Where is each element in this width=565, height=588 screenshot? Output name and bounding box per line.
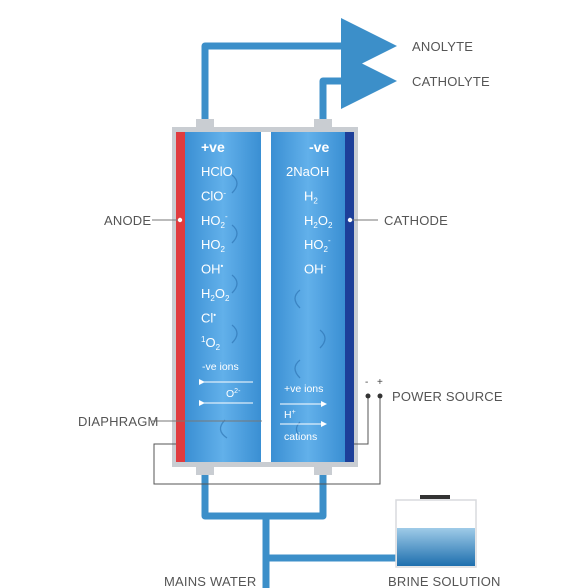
- cathode-ion-species: H+: [284, 409, 296, 421]
- cathode-label: CATHODE: [384, 213, 448, 228]
- cathode-species-2: H2: [304, 188, 318, 205]
- anode-chamber: [185, 132, 261, 462]
- inlet-pipes: [201, 470, 400, 588]
- catholyte-label: CATHOLYTE: [412, 74, 490, 89]
- inlet-collar-left: [196, 463, 214, 475]
- anode-polarity: +ve: [201, 139, 225, 155]
- power-terminal-minus: [365, 393, 371, 399]
- anolyte-label: ANOLYTE: [412, 39, 473, 54]
- catholyte-pipe: [319, 53, 397, 125]
- anolyte-collar: [196, 119, 214, 131]
- cathode-species-3: H2O2: [304, 213, 333, 230]
- power-minus-label: -: [365, 377, 368, 388]
- brine-liquid: [397, 528, 475, 566]
- brine-solution-label: BRINE SOLUTION: [388, 574, 501, 588]
- power-source-label: POWER SOURCE: [392, 389, 503, 404]
- brine-tank-cap: [420, 495, 450, 499]
- catholyte-collar: [314, 119, 332, 131]
- anode-species-5: OH•: [201, 262, 224, 277]
- cathode-species-5: OH-: [304, 262, 327, 277]
- cathode-electrode: [345, 132, 354, 462]
- anode-species-7: Cl•: [201, 310, 216, 325]
- power-terminal-plus: [377, 393, 383, 399]
- anode-species-3: HO2-: [201, 212, 228, 230]
- cathode-ion-label: +ve ions: [284, 383, 323, 395]
- anode-species-4: HO2: [201, 237, 226, 254]
- anode-dot: [177, 217, 183, 223]
- anode-electrode: [176, 132, 185, 462]
- anode-species-6: H2O2: [201, 286, 230, 303]
- cathode-chamber: [271, 132, 345, 462]
- cathode-species-1: 2NaOH: [286, 164, 329, 179]
- anode-species-1: HClO: [201, 164, 233, 179]
- anode-ion-species: O2-: [226, 388, 241, 400]
- diaphragm-label: DIAPHRAGM: [78, 414, 159, 429]
- anode-species-2: ClO-: [201, 188, 226, 203]
- mains-water-label: MAINS WATER: [164, 574, 256, 588]
- anolyte-pipe: [201, 18, 397, 125]
- cathode-dot: [347, 217, 353, 223]
- power-plus-label: +: [377, 377, 383, 388]
- diaphragm: [261, 132, 271, 462]
- cathode-species-4: HO2-: [304, 236, 331, 254]
- flow-swirls: [219, 174, 326, 439]
- inlet-collar-right: [314, 463, 332, 475]
- diaphragm-dot: [261, 418, 267, 424]
- cathode-polarity: -ve: [309, 139, 329, 155]
- anode-ion-label: -ve ions: [202, 361, 239, 373]
- power-wiring: [153, 396, 381, 485]
- anode-species-8: 1O2: [201, 335, 221, 352]
- cathode-ion-sub-label: cations: [284, 431, 317, 443]
- anode-label: ANODE: [104, 213, 151, 228]
